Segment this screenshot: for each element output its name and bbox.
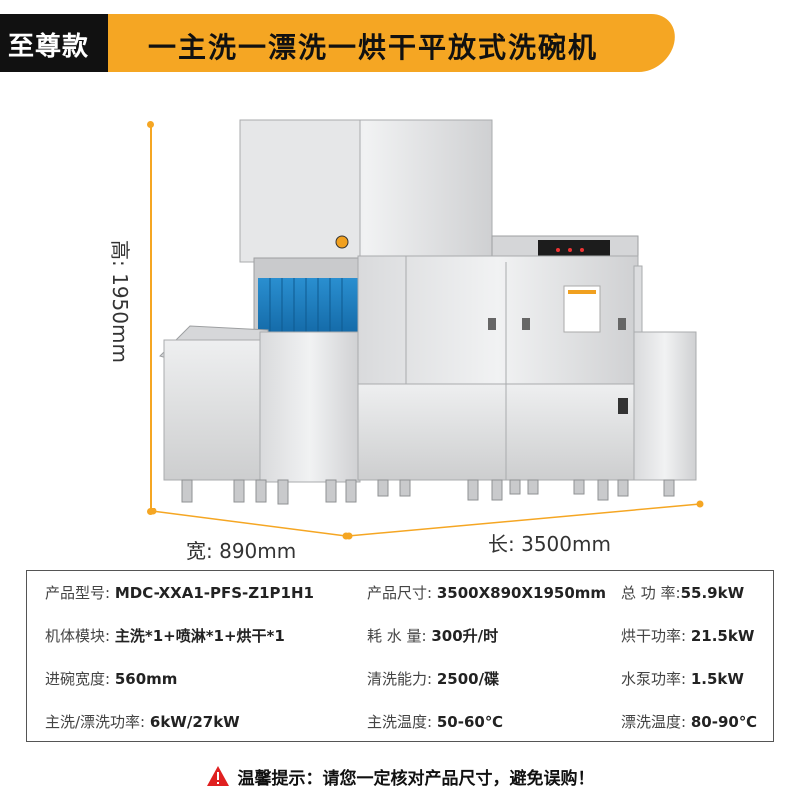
spec-label: 总 功 率: [621, 584, 681, 602]
spec-value: 3500X890X1950mm [436, 584, 607, 602]
spec-value: 55.9kW [680, 584, 745, 602]
spec-value: 21.5kW [690, 627, 755, 645]
spec-label: 耗 水 量: [367, 627, 427, 645]
spec-value: 560mm [114, 670, 178, 688]
height-dimension-label: 高: 1950mm [108, 240, 132, 363]
table-row: 机体模块: 主洗*1+喷淋*1+烘干*1 耗 水 量: 300升/时 烘干功率:… [27, 614, 773, 657]
banner-label: 至尊款 [8, 32, 90, 62]
page-title: 一主洗一漂洗一烘干平放式洗碗机 [148, 31, 599, 64]
length-dimension-line [346, 500, 704, 540]
spec-value: 主洗*1+喷淋*1+烘干*1 [114, 627, 285, 645]
header-banner: 至尊款 一主洗一漂洗一烘干平放式洗碗机 [0, 14, 681, 72]
spec-value: 6kW/27kW [149, 713, 240, 731]
spec-label: 主洗/漂洗功率: [45, 713, 146, 731]
height-dimension-line [150, 124, 152, 512]
spec-label: 机体模块: [45, 627, 111, 645]
banner-black-tag [0, 14, 108, 72]
dishwasher-machine-illustration [159, 119, 697, 505]
spec-value: 300升/时 [431, 627, 499, 645]
warning-text: 温馨提示：请您一定核对产品尺寸，避免误购！ [237, 768, 595, 789]
length-dimension-label: 长: 3500mm [488, 532, 611, 556]
spec-table: 产品型号: MDC-XXA1-PFS-Z1P1H1 产品尺寸: 3500X890… [26, 570, 774, 742]
spec-label: 水泵功率: [621, 670, 687, 688]
spec-label: 烘干功率: [621, 627, 687, 645]
spec-label: 漂洗温度: [621, 713, 687, 731]
height-dimension-top-dot [147, 121, 154, 128]
spec-value: MDC-XXA1-PFS-Z1P1H1 [114, 584, 314, 602]
spec-value: 50-60℃ [436, 713, 503, 731]
width-dimension-line [150, 508, 350, 540]
spec-label: 主洗温度: [367, 713, 433, 731]
spec-label: 清洗能力: [367, 670, 433, 688]
warning-triangle-icon [206, 766, 229, 786]
spec-label: 产品尺寸: [367, 584, 433, 602]
table-row: 主洗/漂洗功率: 6kW/27kW 主洗温度: 50-60℃ 漂洗温度: 80-… [27, 700, 773, 743]
spec-label: 产品型号: [45, 584, 111, 602]
warning-notice: 温馨提示：请您一定核对产品尺寸，避免误购！ [0, 757, 800, 795]
table-row: 进碗宽度: 560mm 清洗能力: 2500/碟 水泵功率: 1.5kW [27, 657, 773, 700]
table-row: 产品型号: MDC-XXA1-PFS-Z1P1H1 产品尺寸: 3500X890… [27, 571, 773, 614]
spec-label: 进碗宽度: [45, 670, 111, 688]
spec-value: 80-90℃ [690, 713, 757, 731]
width-dimension-label: 宽: 890mm [186, 539, 297, 563]
spec-value: 1.5kW [690, 670, 744, 688]
spec-value: 2500/碟 [436, 670, 500, 688]
